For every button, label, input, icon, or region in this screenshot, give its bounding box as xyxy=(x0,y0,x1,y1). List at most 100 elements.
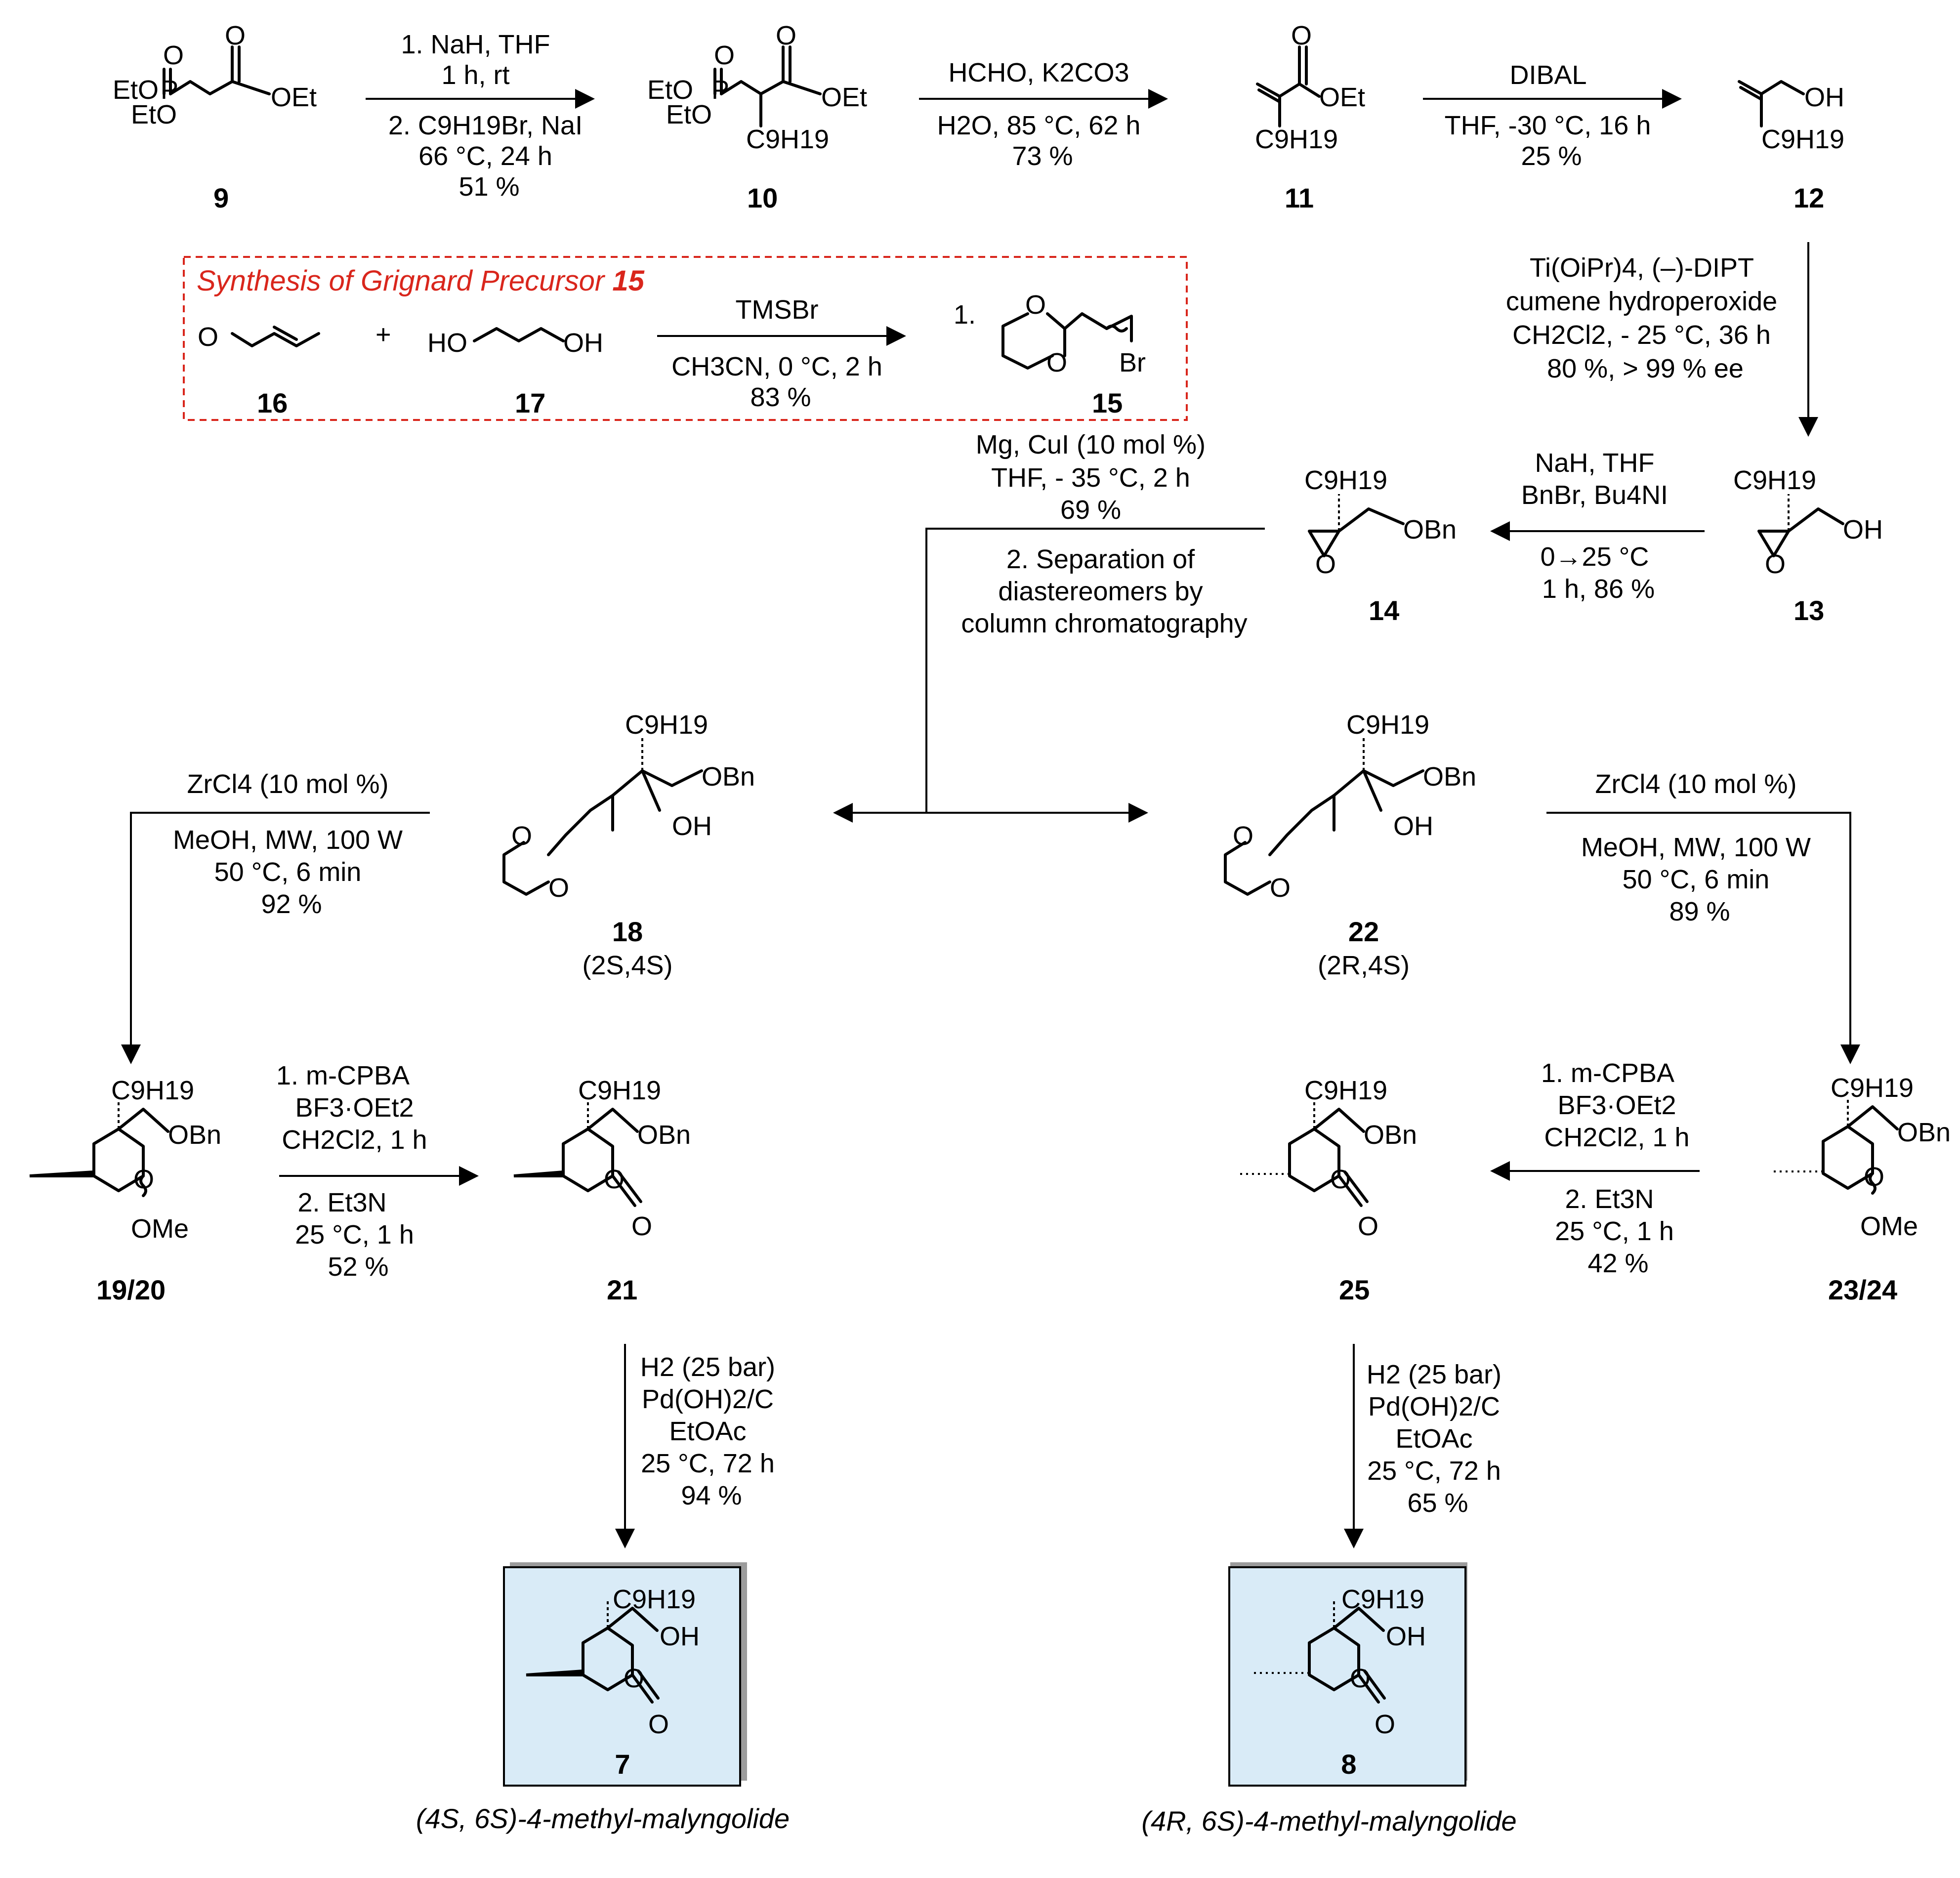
svg-text:O: O xyxy=(1046,348,1067,377)
svg-text:OH: OH xyxy=(672,811,712,841)
svg-text:OBn: OBn xyxy=(1897,1118,1951,1147)
svg-text:C9H19: C9H19 xyxy=(1341,1585,1424,1614)
svg-text:OH: OH xyxy=(563,328,603,358)
caption-8: (4R, 6S)-4-methyl-malyngolide xyxy=(1141,1805,1516,1836)
svg-text:OBn: OBn xyxy=(637,1120,691,1150)
svg-text:O: O xyxy=(133,1165,154,1194)
svg-text:O: O xyxy=(776,21,796,50)
compound-12: OH C9H19 12 xyxy=(1738,80,1844,213)
box-title: Synthesis of Grignard Precursor 15 xyxy=(197,265,645,297)
product-8-box xyxy=(1228,1562,1467,1787)
label-1920: 19/20 xyxy=(96,1274,166,1305)
label-8: 8 xyxy=(1341,1749,1356,1780)
svg-text:EtO: EtO xyxy=(666,100,712,129)
svg-text:C9H19: C9H19 xyxy=(1761,125,1844,154)
stereo-18: (2S,4S) xyxy=(582,951,672,980)
step-7-conditions: Mg, CuI (10 mol %) THF, - 35 °C, 2 h 69 … xyxy=(961,430,1247,638)
svg-text:OBn: OBn xyxy=(1423,762,1476,792)
svg-text:OH: OH xyxy=(660,1622,700,1651)
svg-text:O: O xyxy=(1291,21,1312,50)
grignard-precursor-box: Synthesis of Grignard Precursor 15 xyxy=(183,256,1188,421)
step-11-conditions: 1. m-CPBA BF3·OEt2 CH2Cl2, 1 h 2. Et3N 2… xyxy=(1541,1058,1697,1278)
stereo-22: (2R,4S) xyxy=(1318,951,1410,980)
step-13-conditions: H2 (25 bar) Pd(OH)2/C EtOAc 25 °C, 72 h … xyxy=(1367,1360,1509,1518)
svg-text:OEt: OEt xyxy=(271,83,317,112)
svg-text:O: O xyxy=(1315,549,1336,579)
svg-text:HO: HO xyxy=(427,328,467,358)
label-7: 7 xyxy=(615,1749,630,1780)
compound-14: C9H19 OBn O 14 xyxy=(1304,465,1457,626)
svg-text:O: O xyxy=(548,873,569,903)
svg-text:O: O xyxy=(624,1664,644,1693)
svg-text:C9H19: C9H19 xyxy=(1346,710,1429,740)
label-18: 18 xyxy=(612,916,643,947)
svg-text:C9H19: C9H19 xyxy=(1831,1073,1914,1103)
svg-text:O: O xyxy=(511,821,532,851)
step-3-conditions: DIBAL THF, -30 °C, 16 h 25 % xyxy=(1445,60,1659,171)
label-25: 25 xyxy=(1339,1274,1370,1305)
svg-text:OEt: OEt xyxy=(821,83,867,112)
svg-text:O: O xyxy=(1358,1211,1378,1241)
label-2324: 23/24 xyxy=(1828,1274,1897,1305)
arrow-22-to-2324 xyxy=(1546,812,1860,1064)
arrow-18-to-1920 xyxy=(121,812,430,1064)
compound-15: 1. O O Br 15 xyxy=(954,290,1146,418)
svg-text:OH: OH xyxy=(1393,811,1433,841)
svg-text:C9H19: C9H19 xyxy=(1304,465,1387,495)
step-9-conditions: ZrCl4 (10 mol %) MeOH, MW, 100 W 50 °C, … xyxy=(1581,769,1818,926)
svg-text:OBn: OBn xyxy=(168,1120,221,1150)
svg-text:OH: OH xyxy=(1386,1622,1426,1651)
svg-text:1.: 1. xyxy=(954,300,976,330)
svg-text:O: O xyxy=(225,21,246,50)
svg-text:EtO: EtO xyxy=(647,75,693,105)
compound-18: O O C9H19 OBn OH 18 (2S,4S) xyxy=(502,710,755,980)
product-7-box xyxy=(503,1562,747,1787)
label-10: 10 xyxy=(747,182,778,213)
compound-8: C9H19 OH O O 8 xyxy=(1252,1585,1426,1780)
plus-sign: + xyxy=(375,320,391,349)
label-12: 12 xyxy=(1793,182,1824,213)
svg-text:O: O xyxy=(163,41,184,70)
svg-text:OEt: OEt xyxy=(1319,83,1365,112)
svg-text:OBn: OBn xyxy=(1364,1120,1417,1150)
label-14: 14 xyxy=(1369,595,1399,626)
svg-text:O: O xyxy=(198,322,218,352)
svg-text:O: O xyxy=(1350,1664,1371,1693)
compound-22: O O C9H19 OBn OH 22 (2R,4S) xyxy=(1224,710,1476,980)
label-17: 17 xyxy=(515,387,545,418)
svg-text:OH: OH xyxy=(1804,83,1844,112)
svg-text:C9H19: C9H19 xyxy=(1733,465,1816,495)
label-15: 15 xyxy=(1092,387,1123,418)
compound-13: C9H19 OH O 13 xyxy=(1733,465,1883,626)
svg-text:OMe: OMe xyxy=(1860,1211,1918,1241)
svg-text:OBn: OBn xyxy=(702,762,755,792)
step-4-conditions: Ti(OiPr)4, (–)-DIPT cumene hydroperoxide… xyxy=(1506,253,1785,383)
label-21: 21 xyxy=(607,1274,637,1305)
compound-25: C9H19 OBn O O 25 xyxy=(1240,1076,1417,1305)
compound-16: O 16 xyxy=(198,322,320,418)
svg-text:O: O xyxy=(1025,290,1046,320)
step-8-conditions: ZrCl4 (10 mol %) MeOH, MW, 100 W 50 °C, … xyxy=(173,769,410,919)
svg-text:O: O xyxy=(631,1211,652,1241)
svg-text:O: O xyxy=(1375,1710,1395,1739)
compound-9: O O P EtO EtO OEt 9 xyxy=(113,21,317,213)
step-1-conditions: 1. NaH, THF 1 h, rt 2. C9H19Br, NaI 66 °… xyxy=(388,30,590,202)
svg-text:O: O xyxy=(604,1165,625,1194)
svg-text:EtO: EtO xyxy=(131,100,177,129)
step-10-conditions: 1. m-CPBA BF3·OEt2 CH2Cl2, 1 h 2. Et3N 2… xyxy=(276,1061,435,1282)
svg-text:C9H19: C9H19 xyxy=(578,1076,661,1105)
step-2-conditions: HCHO, K2CO3 H2O, 85 °C, 62 h 73 % xyxy=(937,58,1148,171)
svg-text:OH: OH xyxy=(1843,515,1883,544)
svg-text:EtO: EtO xyxy=(113,75,159,105)
label-11: 11 xyxy=(1285,182,1314,213)
compound-11: O OEt C9H19 11 xyxy=(1255,21,1365,213)
svg-text:C9H19: C9H19 xyxy=(613,1585,696,1614)
svg-text:OBn: OBn xyxy=(1403,515,1457,544)
svg-text:O: O xyxy=(1270,873,1291,903)
compound-10: O O P EtO EtO OEt C9H19 10 xyxy=(647,21,867,213)
svg-text:Br: Br xyxy=(1119,348,1146,377)
step-6-conditions: TMSBr CH3CN, 0 °C, 2 h 83 % xyxy=(671,295,890,412)
svg-text:O: O xyxy=(648,1710,669,1739)
compound-1920: C9H19 OBn O OMe 19/20 xyxy=(29,1076,221,1305)
